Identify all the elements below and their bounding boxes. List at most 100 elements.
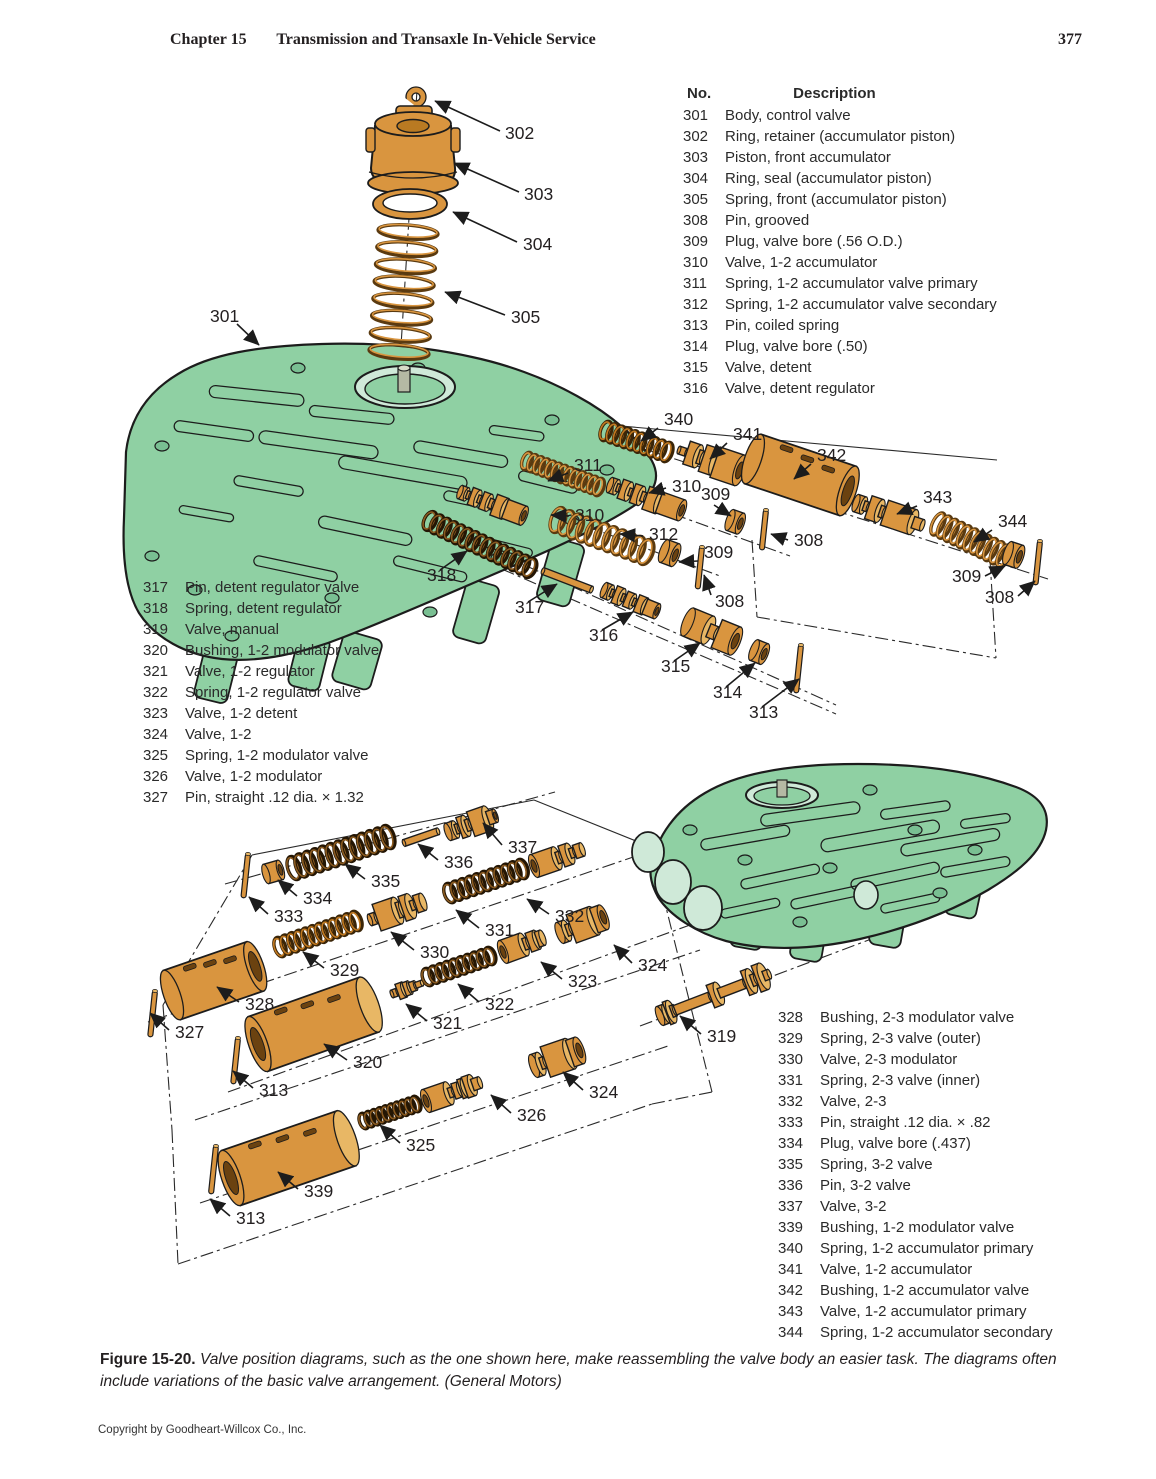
callout-label: 327 (175, 1022, 204, 1042)
part-number: 332 (778, 1093, 804, 1110)
part-number: 342 (778, 1282, 804, 1299)
part-description: Spring, front (accumulator piston) (725, 191, 947, 208)
callout-label: 324 (638, 955, 667, 975)
part-description: Valve, 1-2 accumulator primary (820, 1303, 1027, 1320)
part-description: Valve, 1-2 detent (185, 705, 298, 722)
callout-leader (540, 961, 563, 980)
parts-row: 310 Valve, 1-2 accumulator (683, 252, 1155, 273)
callout-leader (562, 1071, 584, 1091)
part-number: 305 (683, 191, 709, 208)
part-number: 308 (683, 212, 709, 229)
chapter-label: Chapter 15 (170, 31, 247, 48)
callout-label: 305 (511, 307, 540, 327)
callout-label: 314 (713, 682, 742, 702)
callout-label: 301 (210, 306, 239, 326)
part-number: 324 (143, 726, 169, 743)
part-number: 330 (778, 1051, 804, 1068)
part-description: Body, control valve (725, 107, 851, 124)
copyright-line: Copyright by Goodheart-Willcox Co., Inc. (98, 1424, 307, 1436)
part-number: 325 (143, 747, 169, 764)
parts-row: 305 Spring, front (accumulator piston) (683, 189, 1155, 210)
running-head: Chapter 15 Transmission and Transaxle In… (170, 31, 596, 49)
callout-leader (770, 532, 789, 546)
part-description: Valve, 1-2 accumulator (725, 254, 878, 271)
part-number: 310 (683, 254, 709, 271)
chapter-title: Transmission and Transaxle In-Vehicle Se… (276, 31, 596, 48)
callout-leader (527, 583, 558, 603)
part-number: 335 (778, 1156, 804, 1173)
parts-row: 315 Valve, detent (683, 357, 1155, 378)
callout-label: 308 (794, 530, 823, 550)
callout-leader (248, 896, 269, 915)
callout-label: 328 (245, 994, 274, 1014)
part-number: 337 (778, 1198, 804, 1215)
callout-label: 331 (485, 920, 514, 940)
part-description: Spring, 1-2 modulator valve (185, 747, 369, 764)
callout-leader (209, 1198, 231, 1217)
callout-leader (452, 211, 518, 243)
part-description: Bushing, 1-2 modulator valve (820, 1219, 1015, 1236)
part-number: 340 (778, 1240, 804, 1257)
callout-leader (344, 863, 366, 880)
callout-leader (709, 442, 728, 460)
part-description: Plug, valve bore (.437) (820, 1135, 971, 1152)
callout-leader (236, 323, 260, 346)
part-number: 343 (778, 1303, 804, 1320)
callout-leader (613, 944, 633, 964)
part-description: Valve, 3-2 (820, 1198, 887, 1215)
part-number: 321 (143, 663, 169, 680)
callout-leader (619, 528, 644, 543)
part-number: 328 (778, 1009, 804, 1026)
part-number: 331 (778, 1072, 804, 1089)
parts-row: 329 Spring, 2-3 valve (outer) (778, 1028, 1156, 1049)
callout-label: 342 (817, 445, 846, 465)
part-description: Bushing, 1-2 modulator valve (185, 642, 380, 659)
parts-table: No. Description 301 Body, control valve 30… (683, 83, 1155, 399)
callout-label: 330 (420, 942, 449, 962)
part-number: 341 (778, 1261, 804, 1278)
part-number: 315 (683, 359, 709, 376)
part-description: Valve, detent (725, 359, 812, 376)
callout-leader (601, 611, 634, 631)
parts-row: 343 Valve, 1-2 accumulator primary (778, 1301, 1156, 1322)
part-number: 301 (683, 107, 709, 124)
callout-label: 333 (274, 906, 303, 926)
parts-table-header: No. Description (683, 83, 1155, 104)
callout-label: 335 (371, 871, 400, 891)
callout-leader (277, 879, 298, 897)
callout-label: 341 (733, 424, 762, 444)
parts-no-header: No. (687, 85, 712, 102)
callout-label: 304 (523, 234, 552, 254)
part-number: 329 (778, 1030, 804, 1047)
callout-label: 311 (574, 455, 602, 475)
callout-leader (702, 574, 716, 596)
part-description: Ring, retainer (accumulator piston) (725, 128, 956, 145)
part-number: 327 (143, 789, 169, 806)
part-description: Valve, 2-3 modulator (820, 1051, 958, 1068)
callout-label: 323 (568, 971, 597, 991)
part-description: Pin, 3-2 valve (820, 1177, 911, 1194)
part-description: Spring, 2-3 valve (outer) (820, 1030, 981, 1047)
callout-leader (216, 986, 240, 1003)
callout-leader (973, 527, 993, 543)
